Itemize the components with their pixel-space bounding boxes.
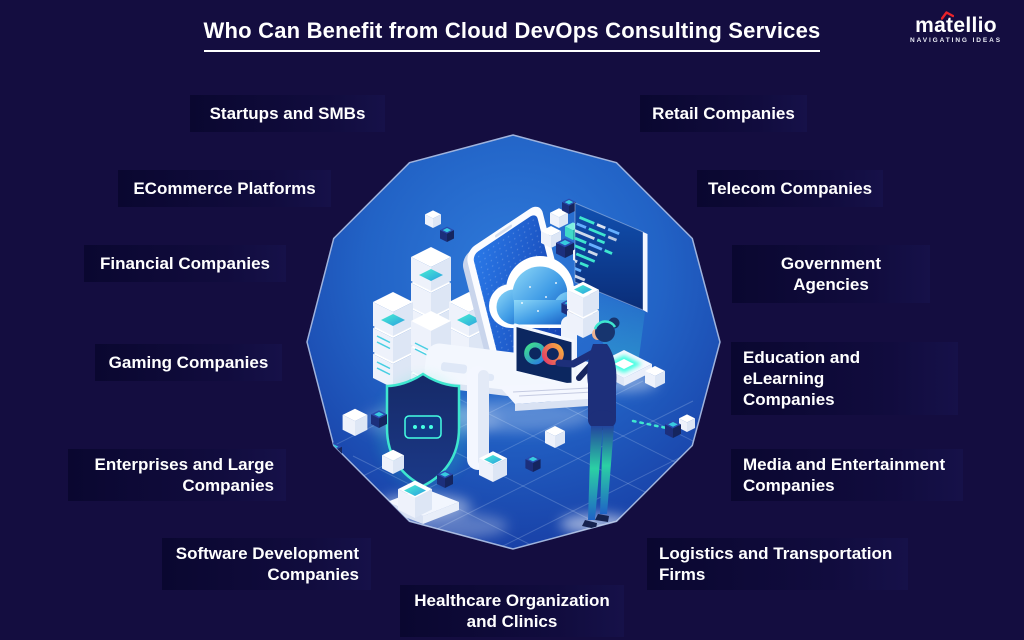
benefit-label-gaming: Gaming Companies [95,344,282,381]
devops-infinity-icon [524,342,564,366]
label-line: ECommerce Platforms [133,179,316,198]
server-racks-icon [373,247,489,407]
benefit-label-financial: Financial Companies [84,245,286,282]
label-line: Software Development [175,544,359,563]
label-line: Telecom Companies [707,179,873,198]
isometric-cubes-icon [324,366,681,518]
cloud-devops-illustration [306,134,721,550]
label-line: Companies [743,390,835,409]
benefit-label-logistics: Logistics and Transportation Firms [647,538,908,590]
label-line: Financial Companies [99,254,271,273]
benefit-label-software-development: Software Development Companies [162,538,371,590]
label-line: Logistics and Transportation [659,544,893,563]
benefit-label-retail: Retail Companies [640,95,807,132]
benefit-label-enterprises: Enterprises and Large Companies [68,449,286,501]
label-line: and Clinics [466,612,558,631]
header: Who Can Benefit from Cloud DevOps Consul… [0,18,1024,52]
logo-wordmark: matellio [915,14,997,37]
benefit-label-ecommerce: ECommerce Platforms [118,170,331,207]
label-line: Gaming Companies [108,353,269,372]
label-line: Media and Entertainment [743,455,946,474]
label-line: Healthcare Organization [414,591,610,610]
page-title: Who Can Benefit from Cloud DevOps Consul… [203,18,821,52]
label-line: Startups and SMBs [209,104,366,123]
benefit-label-education: Education and eLearning Companies [731,342,958,415]
label-line: Companies [267,565,359,584]
benefit-label-healthcare: Healthcare Organization and Clinics [400,585,624,637]
matellio-logo: matellio NAVIGATING IDEAS [908,11,1004,44]
label-line: Retail Companies [652,104,795,123]
label-line: Companies [182,476,274,495]
benefit-label-media: Media and Entertainment Companies [731,449,963,501]
benefit-label-startups-smbs: Startups and SMBs [190,95,385,132]
laptop-devops-infinity-icon [499,323,603,411]
logo-tagline: NAVIGATING IDEAS [910,37,1002,44]
label-line: Education and eLearning [743,348,861,388]
benefit-label-government: Government Agencies [732,245,930,303]
label-line: Enterprises and Large [94,455,274,474]
label-line: Government Agencies [780,254,882,294]
label-line: Firms [659,565,706,584]
label-line: Companies [743,476,835,495]
devops-engineer-icon [555,317,620,529]
benefit-label-telecom: Telecom Companies [697,170,883,207]
logo-accent-icon [941,11,954,20]
